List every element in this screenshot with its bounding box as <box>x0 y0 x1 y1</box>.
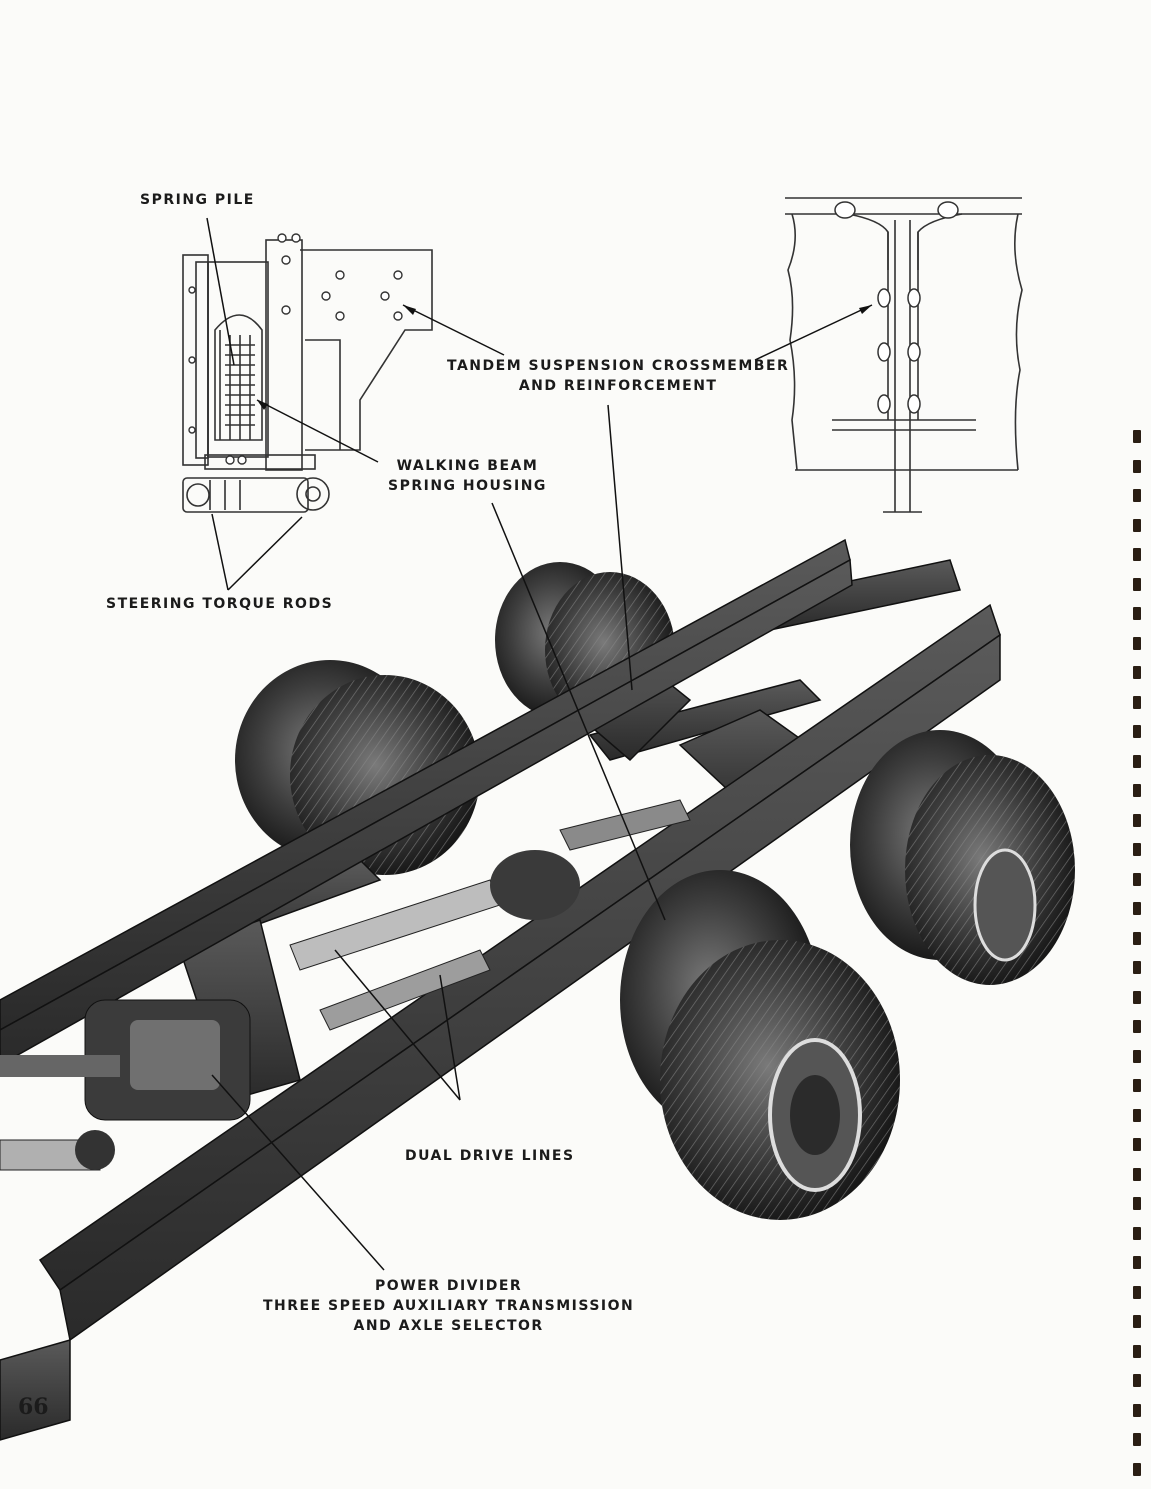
walking-beam-label: WALKING BEAM SPRING HOUSING <box>388 458 547 494</box>
right-rear-tires <box>620 730 1075 1220</box>
page-number: 66 <box>18 1394 49 1420</box>
dual-drive-lines-label: DUAL DRIVE LINES <box>405 1148 575 1164</box>
spring-pile-label: SPRING PILE <box>140 192 255 208</box>
power-divider <box>0 999 251 1171</box>
crossmember-label: TANDEM SUSPENSION CROSSMEMBER AND REINFO… <box>447 358 790 394</box>
steering-torque-rods-label: STEERING TORQUE RODS <box>106 596 334 612</box>
binding-holes <box>1133 430 1145 1489</box>
frame <box>0 538 1001 1441</box>
power-divider-label: POWER DIVIDER THREE SPEED AUXILIARY TRAN… <box>263 1278 635 1334</box>
